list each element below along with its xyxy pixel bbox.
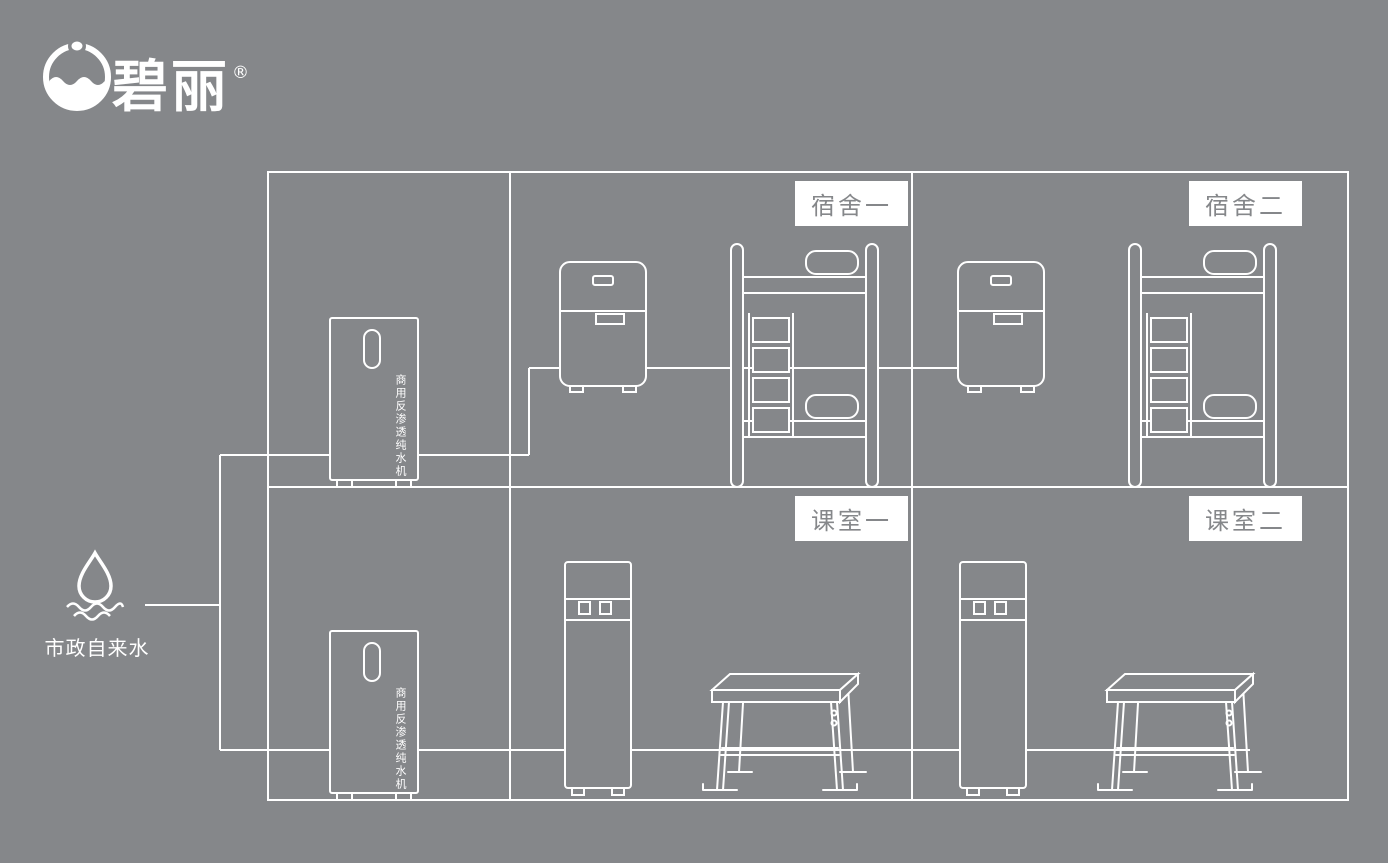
upper-bunk-frame <box>742 276 867 294</box>
school-desk-class2 <box>1097 673 1262 791</box>
desk-bolt <box>830 719 838 727</box>
brand-logo-icon <box>43 37 111 111</box>
ro-machine-label-top: 商用反渗透纯水机 <box>394 374 407 478</box>
dispenser-tap <box>578 601 591 615</box>
desktop-dispenser-dorm2 <box>957 261 1045 393</box>
water-drop-icon <box>77 549 113 604</box>
dispenser-tap <box>599 601 612 615</box>
desk-front-leg <box>716 701 730 791</box>
upper-pillow <box>805 250 859 275</box>
desk-foot <box>702 783 738 791</box>
desk-top-front <box>711 689 841 703</box>
water-source-label: 市政自来水 <box>44 636 150 660</box>
brand-name-text: 碧丽 <box>112 55 230 120</box>
desk-bolt <box>830 709 838 717</box>
wave-icon <box>73 611 111 621</box>
machine-foot <box>395 479 412 488</box>
room-label-dorm2: 宿舍二 <box>1189 181 1302 226</box>
dispenser-foot <box>622 385 637 393</box>
ladder-rung <box>752 317 790 343</box>
desk-crossbar <box>720 747 840 756</box>
dispenser-display <box>592 275 614 286</box>
lower-pillow <box>805 394 859 419</box>
desk-front-leg <box>830 701 844 791</box>
standing-dispenser-class2 <box>959 561 1027 796</box>
brand-name: 碧丽® <box>112 42 252 123</box>
desk-foot <box>822 783 858 791</box>
wave-icon <box>66 602 125 612</box>
machine-display <box>363 329 381 369</box>
bunk-bed-dorm1 <box>730 243 879 488</box>
ro-machine-top <box>329 317 419 488</box>
school-desk-class1 <box>702 671 867 791</box>
bed-post-left <box>730 243 744 488</box>
dispenser-body <box>564 561 632 789</box>
supply-pipes <box>145 367 1250 751</box>
ladder-rung <box>752 407 790 433</box>
machine-foot <box>336 479 353 488</box>
desk-top <box>709 673 861 691</box>
ro-machine-label-bottom: 商用反渗透纯水机 <box>394 687 407 791</box>
machine-body <box>329 317 419 481</box>
building-frame <box>267 171 1349 801</box>
desk-back-leg <box>839 685 867 773</box>
dispenser-foot <box>611 787 625 796</box>
ladder-rung <box>752 347 790 373</box>
dispenser-tray <box>595 313 625 325</box>
standing-dispenser-class1 <box>564 561 632 796</box>
room-label-class2: 课室二 <box>1189 496 1302 541</box>
bunk-bed-dorm2 <box>1128 243 1277 488</box>
registered-mark: ® <box>232 63 252 83</box>
room-label-dorm1: 宿舍一 <box>795 181 908 226</box>
desktop-dispenser-dorm1 <box>559 261 647 393</box>
dispenser-foot <box>571 787 585 796</box>
room-label-class1: 课室一 <box>795 496 908 541</box>
water-source-icon <box>66 549 125 621</box>
bed-post-right <box>865 243 879 488</box>
ladder-rung <box>752 377 790 403</box>
dispenser-foot <box>569 385 584 393</box>
